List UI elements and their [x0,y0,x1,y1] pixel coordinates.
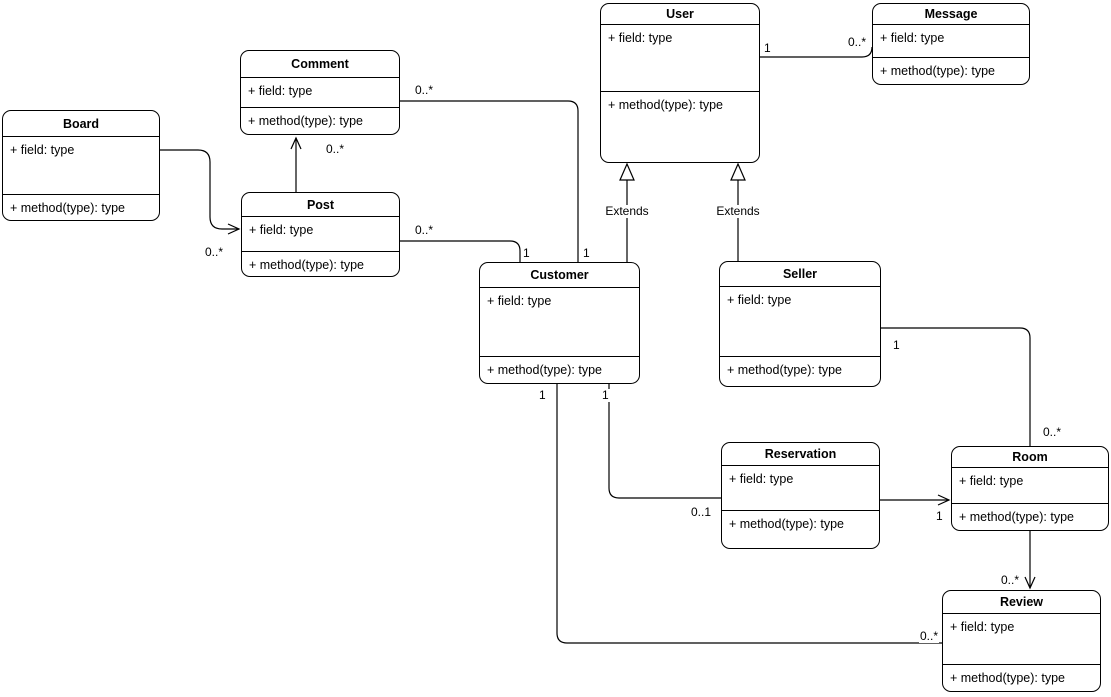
class-comment-field: + field: type [248,84,313,98]
class-reservation-method: + method(type): type [722,510,879,548]
class-board[interactable]: Board + field: type + method(type): type [2,110,160,221]
class-review-method: + method(type): type [943,664,1100,691]
class-comment[interactable]: Comment + field: type + method(type): ty… [240,50,400,135]
edge-customer-review [556,384,942,644]
class-reservation[interactable]: Reservation + field: type + method(type)… [721,442,880,549]
class-customer[interactable]: Customer + field: type + method(type): t… [479,262,640,384]
multiplicity-post-source: 0..* [414,223,435,237]
class-board-field: + field: type [10,143,75,157]
class-user[interactable]: User + field: type + method(type): type [600,3,760,163]
class-message[interactable]: Message + field: type + method(type): ty… [872,3,1030,85]
class-seller-title: Seller [720,262,880,287]
multiplicity-user-source: 1 [763,41,772,55]
class-seller-field: + field: type [727,293,792,307]
multiplicity-board-post: 0..* [204,245,225,259]
edge-seller-room [881,327,1031,446]
multiplicity-user-message: 0..* [847,35,868,49]
class-user-field: + field: type [608,31,673,45]
multiplicity-customer-reservation-source: 1 [601,388,610,402]
class-post-field: + field: type [249,223,314,237]
extends-label-customer: Extends [604,204,650,218]
class-message-field: + field: type [880,31,945,45]
class-board-title: Board [3,111,159,137]
class-review-field: + field: type [950,620,1015,634]
class-user-title: User [601,4,759,25]
multiplicity-post-comment: 0..* [325,142,346,156]
class-board-method: + method(type): type [3,193,159,220]
multiplicity-post-customer: 1 [522,246,531,260]
multiplicity-seller-room-target: 0..* [1042,425,1063,439]
class-review[interactable]: Review + field: type + method(type): typ… [942,590,1101,692]
class-customer-field: + field: type [487,294,552,308]
class-customer-title: Customer [480,263,639,288]
class-post-title: Post [242,193,399,217]
edge-user-message [760,46,873,58]
class-review-title: Review [943,591,1100,614]
edge-comment-customer [400,100,579,262]
class-message-title: Message [873,4,1029,25]
multiplicity-room-review: 0..* [1000,573,1021,587]
multiplicity-customer-review-target: 0..* [919,629,940,643]
class-customer-method: + method(type): type [480,356,639,383]
edge-board-post [160,149,241,235]
class-reservation-field: + field: type [729,472,794,486]
class-seller-method: + method(type): type [720,356,880,386]
edge-customer-reservation [608,384,721,499]
class-comment-method: + method(type): type [241,107,399,134]
class-comment-title: Comment [241,51,399,78]
multiplicity-reservation-room: 1 [935,509,944,523]
multiplicity-seller-room-source: 1 [892,338,901,352]
class-room-method: + method(type): type [952,503,1108,530]
class-message-method: + method(type): type [873,57,1029,84]
extends-label-seller: Extends [715,204,761,218]
class-post-method: + method(type): type [242,251,399,276]
class-room[interactable]: Room + field: type + method(type): type [951,446,1109,531]
multiplicity-comment-customer: 1 [582,246,591,260]
edge-post-customer [400,240,521,262]
class-reservation-title: Reservation [722,443,879,466]
multiplicity-comment-source: 0..* [414,83,435,97]
multiplicity-customer-review-source: 1 [538,388,547,402]
multiplicity-customer-reservation-target: 0..1 [690,505,713,519]
class-room-field: + field: type [959,474,1024,488]
class-seller[interactable]: Seller + field: type + method(type): typ… [719,261,881,387]
class-user-method: + method(type): type [601,91,759,162]
class-room-title: Room [952,447,1108,468]
class-post[interactable]: Post + field: type + method(type): type [241,192,400,277]
